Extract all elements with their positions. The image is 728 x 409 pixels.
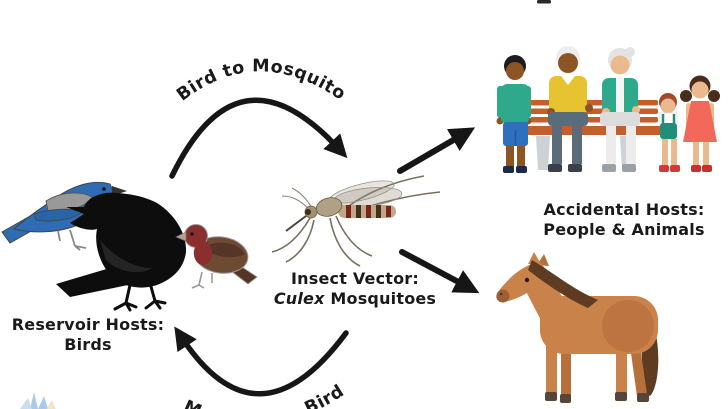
- girl: [680, 75, 720, 172]
- elderly-man: [547, 46, 593, 172]
- cycle-arrows: [169, 97, 480, 397]
- reservoir-hosts-label: Reservoir Hosts: Birds: [0, 315, 178, 355]
- reservoir-hosts-line2: Birds: [64, 335, 112, 354]
- accidental-hosts-line2: People & Animals: [543, 220, 705, 239]
- arrow-mosquito-to-horse: [399, 249, 480, 294]
- arrow-bird-to-mosquito: [169, 97, 348, 179]
- mosquitoes-text: Mosquitoes: [324, 289, 437, 308]
- insect-vector-label: Insect Vector: Culex Mosquitoes: [253, 269, 457, 309]
- accidental-hosts-line1: Accidental Hosts:: [543, 200, 705, 219]
- house-finch-icon: [175, 224, 258, 289]
- elderly-woman: [600, 47, 640, 172]
- horse-icon: [496, 252, 659, 403]
- accidental-hosts-label: Accidental Hosts: People & Animals: [520, 200, 728, 240]
- bench: [524, 100, 664, 170]
- crow-icon: [56, 192, 187, 312]
- people-on-bench-icon: [496, 46, 720, 173]
- culex-italic: Culex: [273, 289, 325, 308]
- arrow-mosquito-to-people: [397, 127, 476, 174]
- arrow-mosquito-to-bird: [174, 326, 349, 397]
- logo-fragment: [20, 392, 56, 409]
- cropped-text-fragment: [537, 0, 551, 4]
- insect-vector-line2: Culex Mosquitoes: [253, 289, 457, 309]
- insect-vector-line1: Insect Vector:: [291, 269, 419, 288]
- standing-boy: [496, 55, 532, 173]
- birds-illustration: [1, 181, 258, 312]
- reservoir-hosts-line1: Reservoir Hosts:: [11, 315, 165, 334]
- mosquito-icon: [271, 175, 441, 267]
- toddler-boy: [659, 93, 680, 172]
